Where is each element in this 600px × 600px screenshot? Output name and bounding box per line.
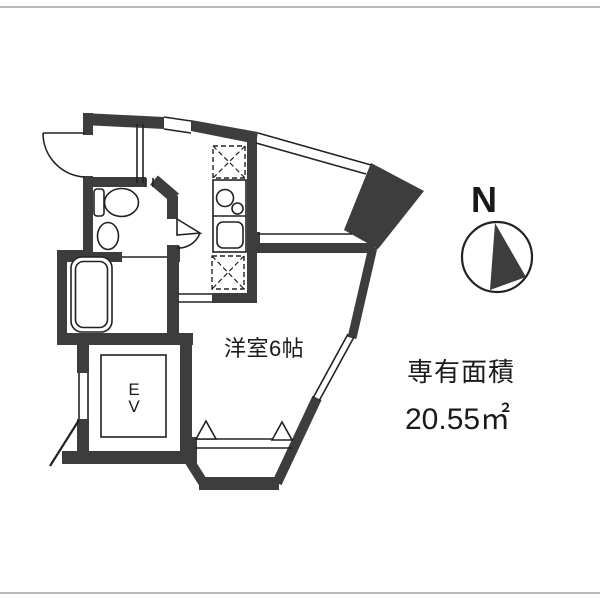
toilet-tank [93,188,105,217]
washer-space-box [211,255,245,290]
window-right-diagonal-inner [318,336,355,402]
kitchen-sink [216,221,244,249]
window-top-small-inner [163,128,192,134]
window-right-diagonal [312,333,349,399]
wall-left-mid [83,176,93,254]
wall-toilet-right-upper [167,196,178,219]
wall-ev-left-top [77,345,89,373]
wall-toilet-chamfer [150,175,179,203]
toilet-door-swing-arc [176,232,201,249]
walls [57,113,424,490]
wall-left-top [83,113,93,135]
compass-needle [490,223,526,290]
wall-top-left [83,113,164,129]
toilet-room [93,187,140,251]
wall-dining-bar [250,243,374,253]
wall-toilet-bottom [93,252,122,262]
doors [42,132,203,249]
stove-burner-small [231,202,244,215]
washbasin [96,221,120,251]
area-value: 20.55㎡ [405,403,510,436]
wall-balcony-stub [183,437,197,464]
fixtures [70,145,294,441]
wall-toilet-top [83,177,146,187]
wall-right-diagonal-lower [272,395,322,486]
window-swing-triangle-left [194,419,218,440]
wall-ev-bottom [62,451,193,464]
toilet-bowl [103,187,140,218]
elevator-letter-e: E [128,380,139,399]
wall-top-mid [191,120,258,144]
wall-kitchen-bottom [212,293,257,303]
scan-border-lines [0,6,600,594]
wall-kitchen-vertical [247,138,257,303]
bathroom [70,256,113,333]
window-top-small [163,116,192,122]
bathtub [70,256,113,333]
compass-north-label: N [471,179,497,220]
wall-bath-ev-divider [57,333,193,345]
wall-right-diagonal-upper [347,245,378,340]
refrigerator-space-box [212,145,246,179]
labels: 洋室6帖 E V 専有面積 20.55㎡ [128,336,515,436]
kitchen [211,145,247,290]
entry-door-swing-arc [42,132,86,178]
toilet-door-icon [176,217,203,236]
elevator-car [100,354,167,438]
wall-balcony-bottom [199,477,279,490]
window-top-long-inner [255,142,367,175]
area-label: 専有面積 [407,357,515,387]
compass-circle [460,220,534,294]
window-swing-triangle-right [270,420,294,441]
wall-ev-right [180,335,192,464]
elevator-letter-v: V [128,397,140,416]
bathtub-inner [74,260,109,329]
wall-bath-left [57,250,67,345]
wall-washroom-right [167,245,179,345]
compass-icon: N [460,179,534,294]
windows-openings [49,116,372,467]
room-label: 洋室6帖 [224,336,304,361]
wall-corner-wedge [344,163,424,249]
stove-burner-large [215,188,235,208]
window-top-long [257,132,372,166]
wall-balcony-left-diagonal [182,454,209,487]
exterior-diagonal-line [49,419,80,467]
